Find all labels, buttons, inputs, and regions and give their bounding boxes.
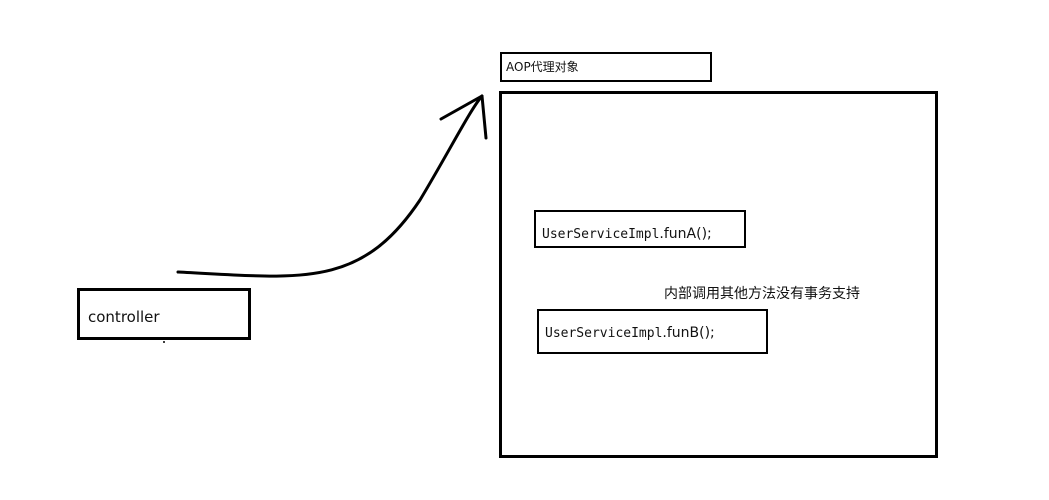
funB-method-name: .funB(); [662,325,715,341]
funB-call-box: UserServiceImpl.funB(); [537,309,768,354]
controller-to-proxy-arrowhead [439,94,488,140]
funA-method-name: .funA(); [659,226,712,242]
dot-mark [163,341,165,343]
aop-proxy-title: AOP代理对象 [506,60,579,74]
funB-call-label: UserServiceImpl.funB(); [545,325,715,341]
funA-call-label: UserServiceImpl.funA(); [542,226,712,242]
aop-proxy-box [499,91,938,458]
funA-call-box: UserServiceImpl.funA(); [534,210,746,248]
funB-class-name: UserServiceImpl [545,326,663,341]
internal-call-note: 内部调用其他方法没有事务支持 [664,286,860,302]
controller-to-proxy-arrow [176,94,484,278]
aop-proxy-title-box: AOP代理对象 [500,52,712,82]
controller-label: controller [88,308,160,326]
funA-class-name: UserServiceImpl [542,227,660,242]
controller-box: controller [77,288,251,340]
